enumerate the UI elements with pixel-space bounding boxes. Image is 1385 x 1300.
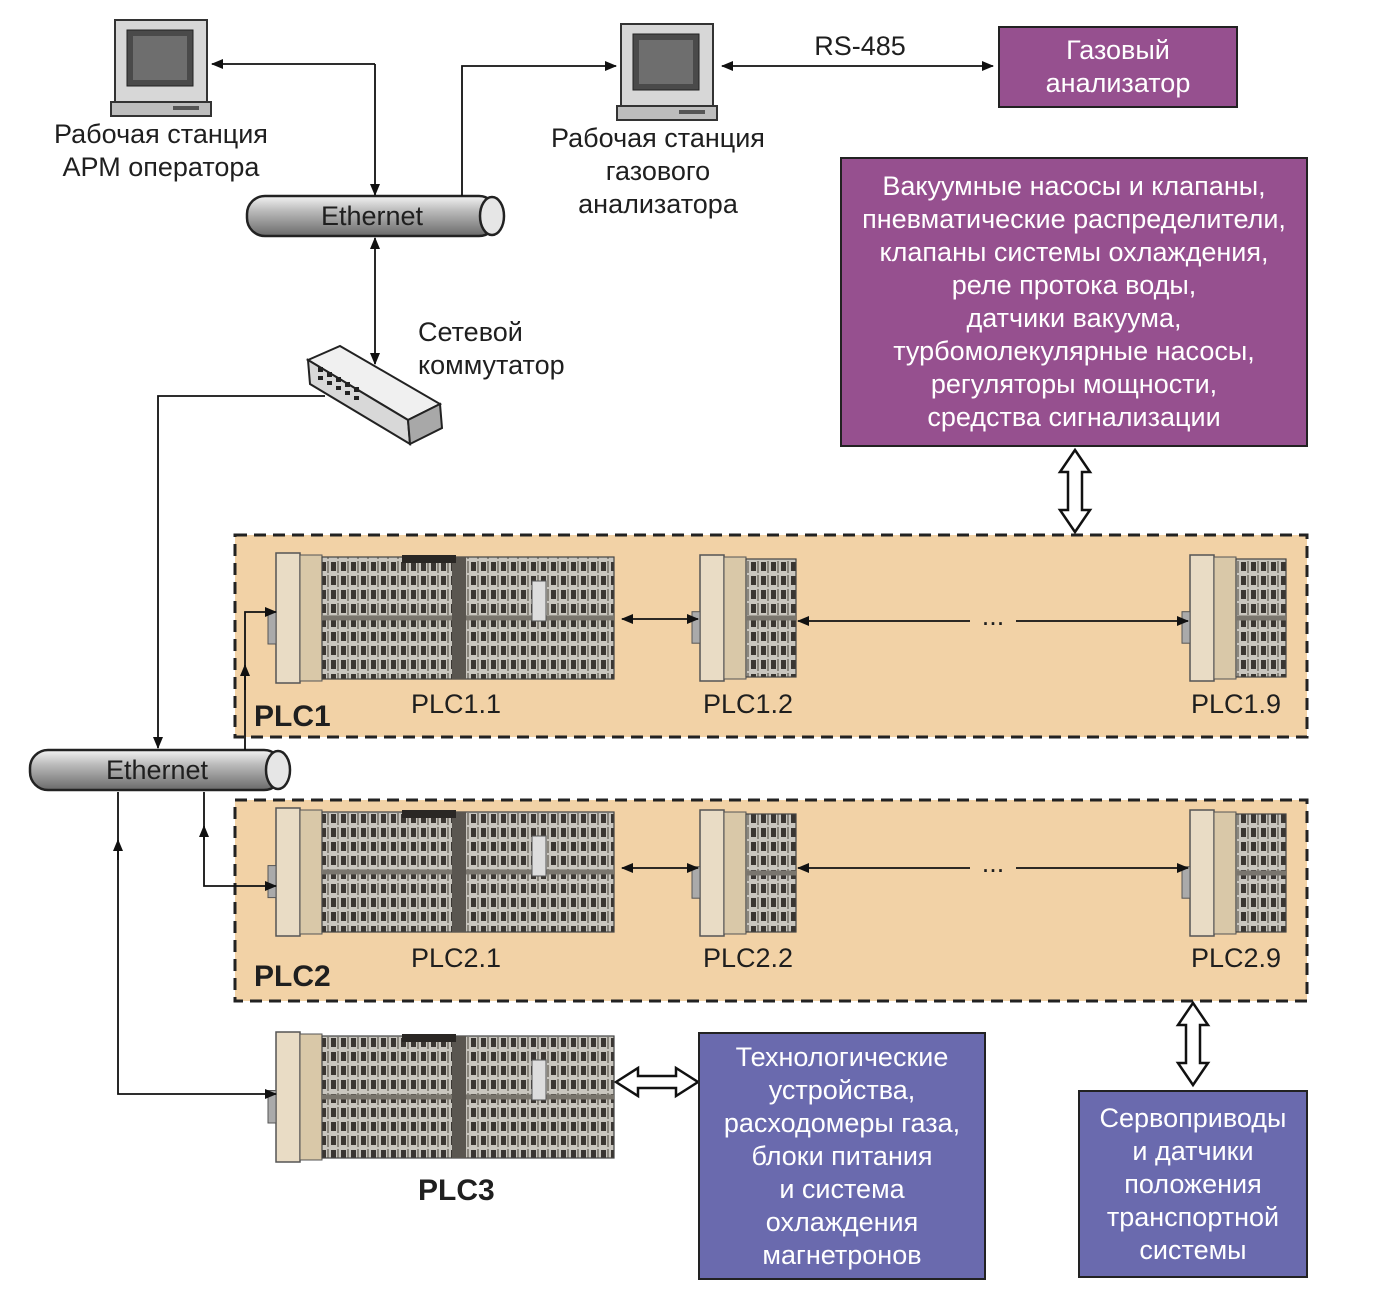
- servo-line: положения: [1124, 1168, 1262, 1199]
- servo-line: и датчики: [1132, 1135, 1254, 1166]
- vacuum-line: регуляторы мощности,: [930, 369, 1218, 399]
- link-ethernet-plc1: [244, 607, 277, 750]
- plc1-1-module: [267, 552, 615, 684]
- tech-line: магнетронов: [762, 1239, 922, 1270]
- ethernet-bus-bottom: [28, 748, 292, 792]
- tech-line: устройства,: [768, 1074, 916, 1105]
- computer-icon-gas: [616, 23, 718, 121]
- operator-workstation-label: Рабочая станция АРМ оператора: [30, 118, 292, 184]
- plc2-2-module: [691, 809, 797, 937]
- computer-icon-operator: [110, 19, 212, 117]
- plc3-title: PLC3: [418, 1174, 495, 1207]
- servo-line: Сервоприводы: [1099, 1102, 1287, 1133]
- link-ethernet-gas: [461, 61, 617, 196]
- tech-line: блоки питания: [751, 1140, 933, 1171]
- network-switch-icon: [305, 344, 444, 446]
- vacuum-line: средства сигнализации: [927, 402, 1221, 432]
- double-arrow-vacuum-plc1: [1057, 447, 1093, 535]
- vacuum-line: турбомолекулярные насосы,: [893, 336, 1255, 366]
- plc1-1-label: PLC1.1: [410, 689, 502, 719]
- operator-label-line2: АРМ оператора: [62, 152, 260, 182]
- plc1-2-module: [691, 554, 797, 682]
- tech-line: Технологические: [735, 1041, 949, 1072]
- tech-line: расходомеры газа,: [723, 1107, 961, 1138]
- double-arrow-plc3-tech: [613, 1065, 701, 1099]
- gas-analyzer-box: Газовый анализатор: [998, 26, 1238, 108]
- switch-label-line1: Сетевой: [418, 317, 523, 347]
- plc2-9-label: PLC2.9: [1190, 943, 1282, 973]
- tech-line: и система: [779, 1173, 905, 1204]
- gas-analyzer-line2: анализатор: [1045, 68, 1191, 98]
- gas-label-line1: Рабочая станция: [551, 123, 765, 153]
- ethernet-top-label: Ethernet: [320, 201, 424, 231]
- plc2-2-label: PLC2.2: [702, 943, 794, 973]
- plc2-1-module: [267, 807, 615, 937]
- plc1-9-label: PLC1.9: [1190, 689, 1282, 719]
- link-ethernet-plc3: [117, 792, 277, 1099]
- link-switch-ethernet-bottom: [153, 395, 325, 749]
- plc2-title: PLC2: [254, 960, 331, 993]
- vacuum-line: пневматические распределители,: [862, 204, 1286, 234]
- vacuum-line: датчики вакуума,: [966, 303, 1182, 333]
- plc1-2-label: PLC1.2: [702, 689, 794, 719]
- plc3-module: [267, 1031, 615, 1163]
- plc2-ellipsis: ...: [981, 848, 1005, 878]
- tech-devices-box: Технологические устройства, расходомеры …: [698, 1032, 986, 1280]
- vacuum-line: клапаны системы охлаждения,: [879, 237, 1269, 267]
- tech-line: охлаждения: [765, 1206, 919, 1237]
- rs485-label: RS-485: [814, 31, 906, 61]
- ethernet-bottom-label: Ethernet: [105, 755, 209, 785]
- switch-label-line2: коммутатор: [418, 350, 565, 380]
- plc1-9-module: [1181, 554, 1287, 682]
- vacuum-equipment-box: Вакуумные насосы и клапаны, пневматическ…: [840, 157, 1308, 447]
- plc2-1-label: PLC2.1: [410, 943, 502, 973]
- plc1-ellipsis: ...: [981, 601, 1005, 631]
- gas-workstation-label: Рабочая станция газового анализатора: [530, 122, 786, 221]
- vacuum-line: реле протока воды,: [951, 270, 1197, 300]
- double-arrow-plc2-servo: [1175, 1000, 1211, 1088]
- gas-analyzer-line1: Газовый: [1066, 35, 1170, 65]
- link-ethernet-plc2: [203, 792, 277, 891]
- servo-box: Сервоприводы и датчики положения транспо…: [1078, 1090, 1308, 1278]
- gas-label-line3: анализатора: [578, 189, 738, 219]
- operator-label-line1: Рабочая станция: [54, 119, 268, 149]
- vacuum-line: Вакуумные насосы и клапаны,: [882, 171, 1266, 201]
- servo-line: системы: [1139, 1234, 1247, 1265]
- servo-line: транспортной: [1106, 1201, 1280, 1232]
- plc2-9-module: [1181, 809, 1287, 937]
- switch-label: Сетевой коммутатор: [418, 316, 565, 382]
- gas-label-line2: газового: [605, 156, 711, 186]
- plc1-title: PLC1: [254, 700, 331, 733]
- ethernet-bus-top: [245, 194, 506, 238]
